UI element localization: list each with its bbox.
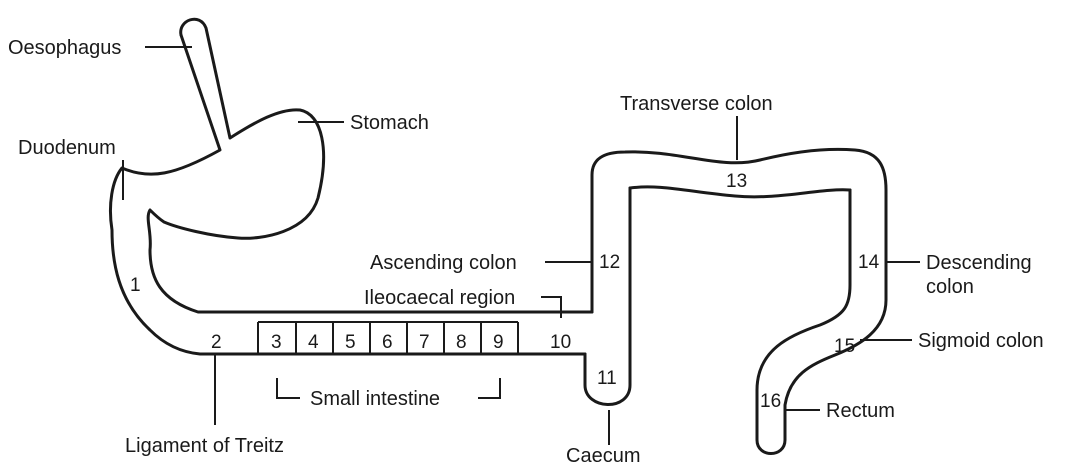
label-stomach: Stomach bbox=[350, 112, 429, 134]
label-descending-colon-line1: Descending bbox=[926, 252, 1032, 274]
label-descending-colon-line2: colon bbox=[926, 276, 974, 298]
segment-number-12: 12 bbox=[599, 252, 620, 273]
segment-number-4: 4 bbox=[308, 332, 319, 353]
segment-number-1: 1 bbox=[130, 275, 141, 296]
segment-number-6: 6 bbox=[382, 332, 393, 353]
segment-number-11: 11 bbox=[597, 368, 617, 389]
label-small-intestine: Small intestine bbox=[310, 388, 440, 410]
label-oesophagus: Oesophagus bbox=[8, 37, 121, 59]
label-ileocaecal-region: Ileocaecal region bbox=[364, 287, 515, 309]
segment-number-14: 14 bbox=[858, 252, 880, 273]
segment-number-8: 8 bbox=[456, 332, 467, 353]
segment-number-15: 15 bbox=[834, 336, 855, 357]
leader-lines bbox=[123, 47, 920, 445]
segment-number-16: 16 bbox=[760, 391, 781, 412]
label-caecum: Caecum bbox=[566, 445, 640, 465]
label-ascending-colon: Ascending colon bbox=[370, 252, 517, 274]
segment-number-10: 10 bbox=[550, 332, 571, 353]
label-sigmoid-colon: Sigmoid colon bbox=[918, 330, 1044, 352]
segment-number-5: 5 bbox=[345, 332, 356, 353]
label-transverse-colon: Transverse colon bbox=[620, 93, 773, 115]
segment-number-7: 7 bbox=[419, 332, 430, 353]
segment-number-9: 9 bbox=[493, 332, 504, 353]
label-ligament-of-treitz: Ligament of Treitz bbox=[125, 435, 284, 457]
label-rectum: Rectum bbox=[826, 400, 895, 422]
label-duodenum: Duodenum bbox=[18, 137, 116, 159]
segment-number-13: 13 bbox=[726, 171, 747, 192]
segment-number-2: 2 bbox=[211, 332, 222, 353]
segment-number-3: 3 bbox=[271, 332, 282, 353]
